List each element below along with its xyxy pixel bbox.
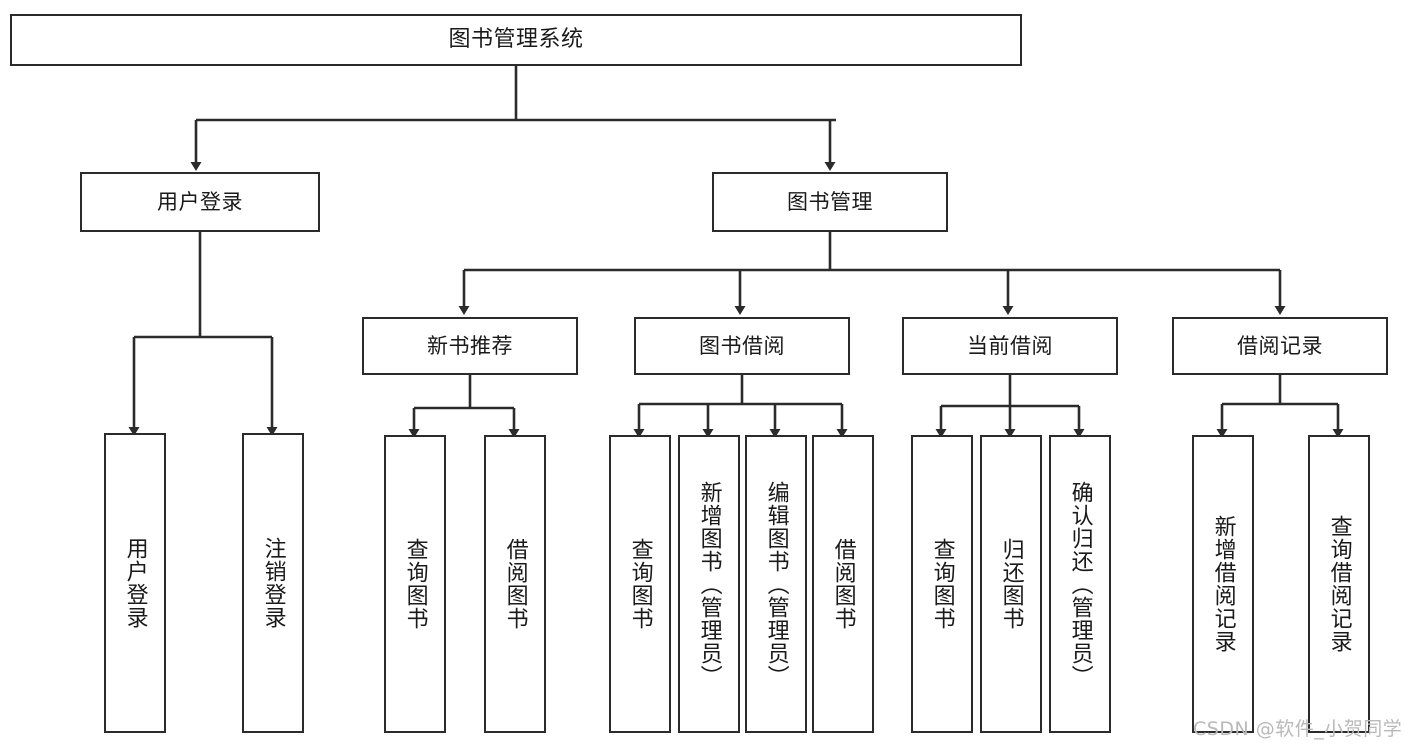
node-leaf-add-book[interactable]: 新增图书（管理员） <box>678 435 740 733</box>
csdn-watermark: CSDN @软件_小贺同学 <box>1193 718 1403 740</box>
node-root[interactable]: 图书管理系统 <box>10 14 1022 66</box>
node-book-borrow[interactable]: 图书借阅 <box>634 317 850 375</box>
node-user-login-label: 用户登录 <box>157 189 243 214</box>
node-leaf-borrow-book-2-label: 借阅图书 <box>830 538 856 630</box>
node-leaf-borrow-book-1[interactable]: 借阅图书 <box>484 435 546 733</box>
node-leaf-edit-book-label: 编辑图书（管理员） <box>763 480 789 688</box>
node-leaf-borrow-book-1-label: 借阅图书 <box>502 538 528 630</box>
node-leaf-query-book-3-label: 查询图书 <box>929 538 955 630</box>
node-leaf-query-book-2[interactable]: 查询图书 <box>609 435 671 733</box>
node-current-borrow-label: 当前借阅 <box>967 333 1053 358</box>
node-book-management[interactable]: 图书管理 <box>712 172 948 232</box>
node-book-management-label: 图书管理 <box>787 189 873 214</box>
node-leaf-query-book-3[interactable]: 查询图书 <box>911 435 973 733</box>
node-leaf-borrow-book-2[interactable]: 借阅图书 <box>812 435 874 733</box>
node-leaf-confirm-return-label: 确认归还（管理员） <box>1067 480 1093 688</box>
node-root-label: 图书管理系统 <box>448 27 584 52</box>
node-borrow-record-label: 借阅记录 <box>1237 333 1323 358</box>
node-user-login[interactable]: 用户登录 <box>80 172 320 232</box>
node-new-book-recommend-label: 新书推荐 <box>427 333 513 358</box>
node-leaf-query-record-label: 查询借阅记录 <box>1326 515 1352 653</box>
node-leaf-user-login-label: 用户登录 <box>122 537 148 629</box>
node-leaf-confirm-return[interactable]: 确认归还（管理员） <box>1049 435 1111 733</box>
node-new-book-recommend[interactable]: 新书推荐 <box>362 317 578 375</box>
node-book-borrow-label: 图书借阅 <box>699 333 785 358</box>
node-leaf-user-logout-label: 注销登录 <box>260 537 286 629</box>
node-leaf-user-login[interactable]: 用户登录 <box>104 433 166 733</box>
node-leaf-query-book-1-label: 查询图书 <box>402 538 428 630</box>
node-leaf-add-record[interactable]: 新增借阅记录 <box>1192 435 1254 733</box>
node-borrow-record[interactable]: 借阅记录 <box>1172 317 1388 375</box>
node-leaf-query-book-1[interactable]: 查询图书 <box>384 435 446 733</box>
node-leaf-add-book-label: 新增图书（管理员） <box>696 480 722 688</box>
node-leaf-return-book-label: 归还图书 <box>998 538 1024 630</box>
node-leaf-add-record-label: 新增借阅记录 <box>1210 515 1236 653</box>
node-leaf-query-book-2-label: 查询图书 <box>627 538 653 630</box>
node-current-borrow[interactable]: 当前借阅 <box>902 317 1118 375</box>
node-leaf-edit-book[interactable]: 编辑图书（管理员） <box>745 435 807 733</box>
node-leaf-user-logout[interactable]: 注销登录 <box>242 433 304 733</box>
node-leaf-query-record[interactable]: 查询借阅记录 <box>1308 435 1370 733</box>
node-leaf-return-book[interactable]: 归还图书 <box>980 435 1042 733</box>
